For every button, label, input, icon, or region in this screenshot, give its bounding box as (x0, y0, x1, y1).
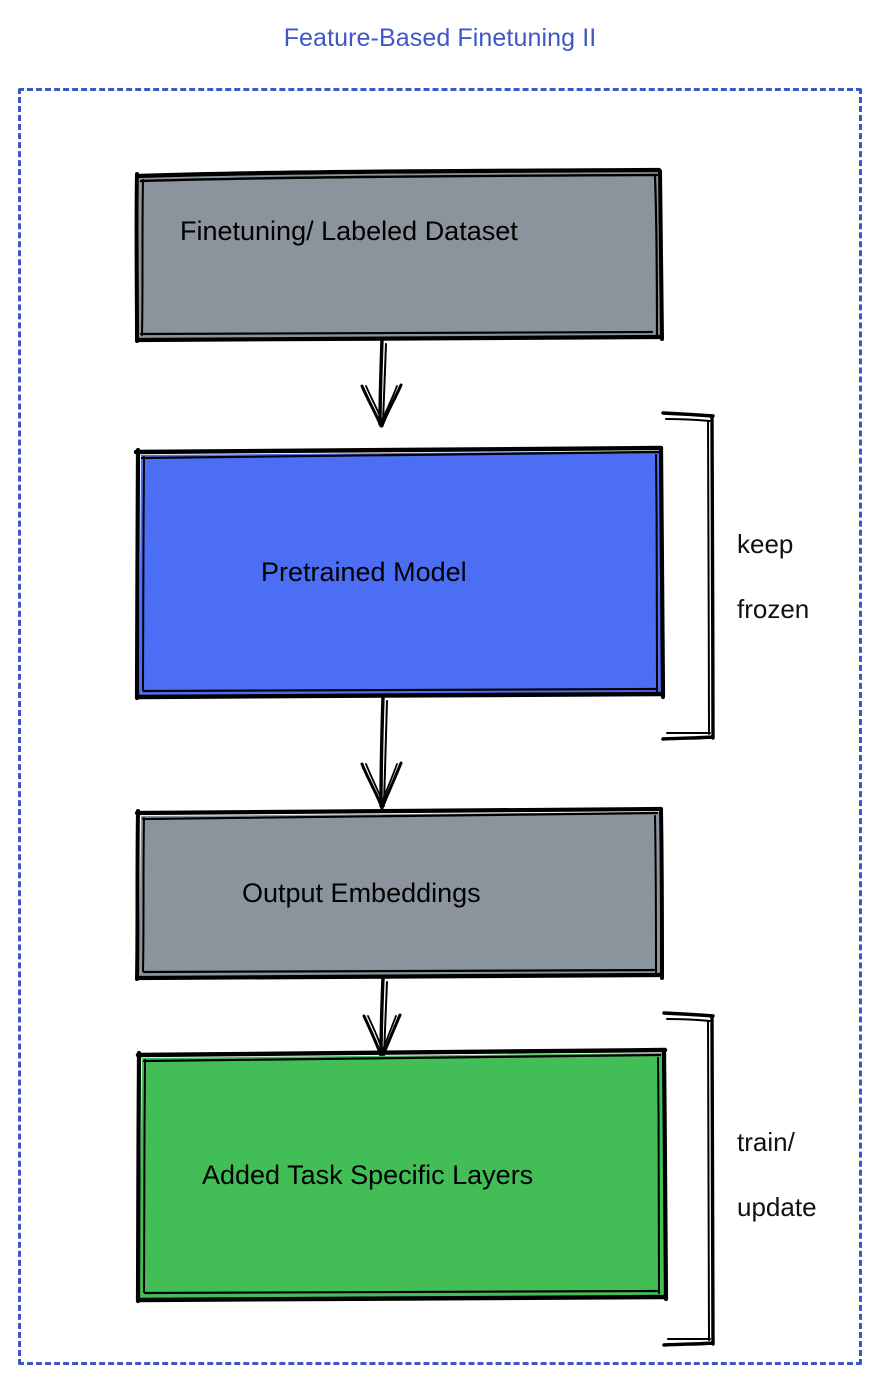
annotation-keep-frozen-line2: frozen (737, 593, 810, 624)
node-pretrained-model-label: Pretrained Model (261, 557, 467, 587)
node-finetuning-dataset-label: Finetuning/ Labeled Dataset (180, 216, 518, 246)
annotation-train-update-line1: train/ (737, 1127, 795, 1158)
dashed-outline-container (18, 88, 862, 1365)
node-added-task-layers-label: Added Task Specific Layers (202, 1160, 534, 1190)
page-title: Feature-Based Finetuning II (283, 24, 597, 52)
annotation-keep-frozen-line1: keep (737, 529, 794, 560)
annotation-keep-frozen: keep frozen (737, 496, 809, 657)
annotation-train-update: train/ update (737, 1094, 817, 1255)
node-added-task-layers[interactable]: Added Task Specific Layers (138, 1051, 666, 1300)
node-finetuning-dataset[interactable]: Finetuning/ Labeled Dataset (137, 172, 662, 340)
node-pretrained-model[interactable]: Pretrained Model (138, 450, 663, 697)
node-output-embeddings[interactable]: Output Embeddings (137, 810, 662, 978)
node-output-embeddings-label: Output Embeddings (242, 878, 481, 908)
annotation-train-update-line2: update (737, 1191, 817, 1222)
